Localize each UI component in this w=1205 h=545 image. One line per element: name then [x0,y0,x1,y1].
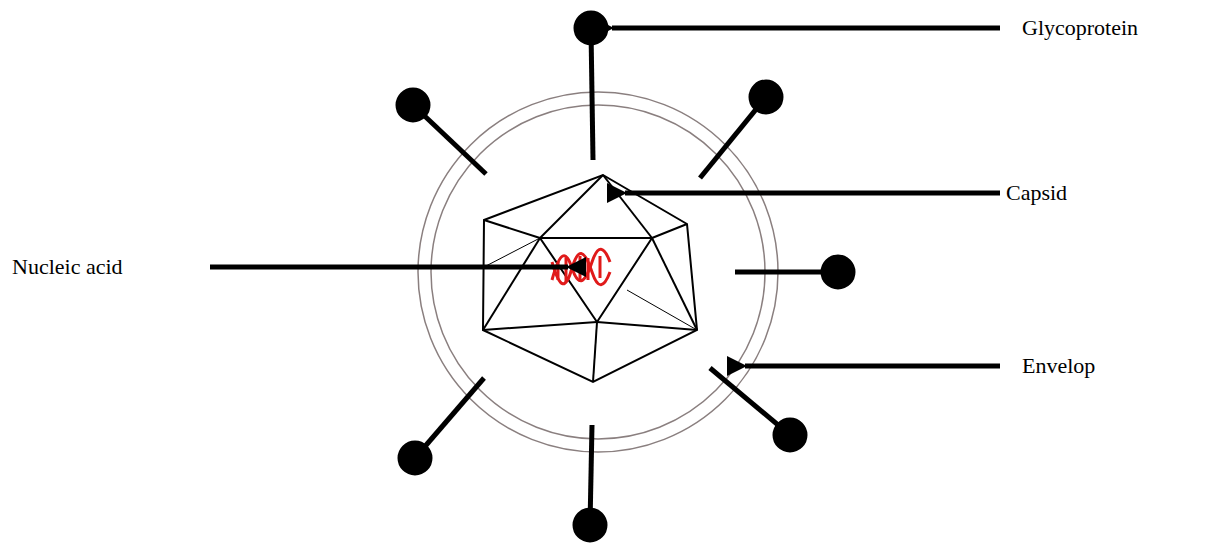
label-holder: Glycoprotein [1022,15,1138,41]
envelope-inner [431,105,765,439]
label-holder: Capsid [1006,180,1067,206]
part-label: Nucleic acid [12,254,123,280]
leader-arrows [210,28,1000,366]
label-holder: Nucleic acid [12,254,123,280]
part-label: Capsid [1006,180,1067,206]
label-holder: Envelop [1022,353,1095,379]
part-label: Envelop [1022,353,1095,379]
part-label: Glycoprotein [1022,15,1138,41]
glycoprotein-spikes [398,13,853,540]
capsid-icosahedron [483,175,697,382]
envelope-outer [418,92,778,452]
